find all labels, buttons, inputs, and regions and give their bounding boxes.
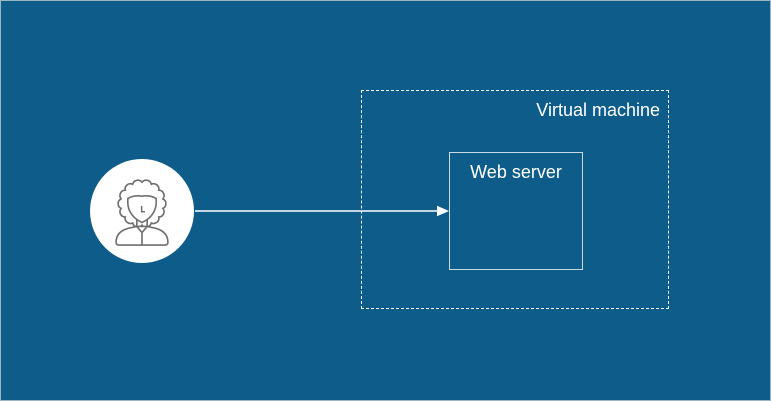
avatar-nose (140, 205, 145, 213)
avatar-collar (136, 226, 148, 246)
connection-arrow (195, 205, 449, 217)
web-server-label: Web server (470, 162, 562, 182)
vm-label: Virtual machine (536, 100, 660, 120)
arrowhead-icon (437, 205, 449, 217)
web-server-box: Web server (449, 152, 583, 270)
vm-boundary: Virtual machine (361, 90, 669, 309)
user-avatar-icon (115, 179, 169, 246)
user-avatar (90, 159, 194, 263)
